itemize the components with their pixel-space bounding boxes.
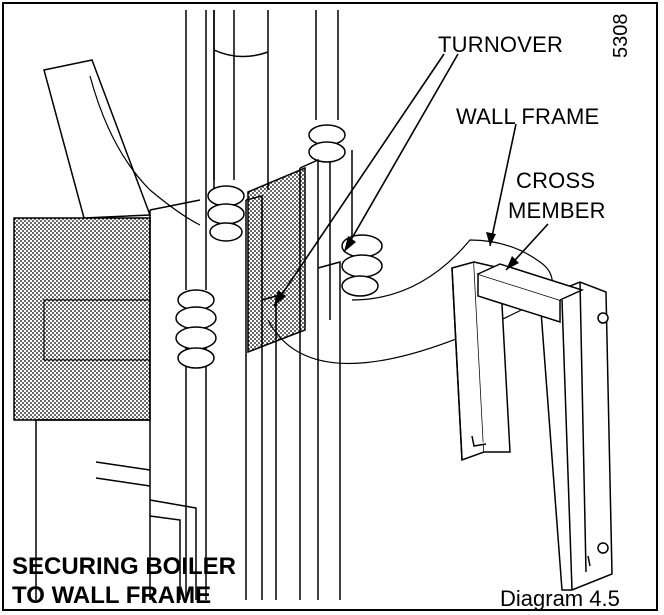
- diagram-title-line2: TO WALL FRAME: [12, 582, 212, 609]
- diagram-number: Diagram 4.5: [500, 586, 620, 611]
- cross-member-label-line1: CROSS: [516, 168, 596, 193]
- front-flap: [43, 59, 152, 219]
- left-pipe-group: [175, 10, 217, 600]
- boiler-casing: [35, 199, 201, 600]
- figure-code: 5308: [610, 13, 632, 59]
- flap-cable: [89, 75, 201, 226]
- diagram-title: SECURING BOILER TO WALL FRAME: [12, 552, 236, 610]
- wall-frame: [451, 261, 613, 591]
- wall-frame-label: WALL FRAME: [456, 104, 600, 129]
- side-channels: [245, 158, 341, 600]
- left-insulation-panel: [13, 217, 151, 421]
- diagram-title-line1: SECURING BOILER: [12, 553, 237, 580]
- turnover-label: TURNOVER: [438, 32, 564, 57]
- arrowheads: [274, 232, 519, 306]
- fan-housing: [213, 10, 269, 200]
- leader-lines: [273, 53, 549, 307]
- cross-member-label-line2: MEMBER: [508, 198, 606, 223]
- mid-pipe-group: [207, 10, 245, 242]
- cross-member: [477, 263, 585, 324]
- right-pipe-group: [308, 10, 383, 320]
- bottom-pipe: [95, 461, 197, 600]
